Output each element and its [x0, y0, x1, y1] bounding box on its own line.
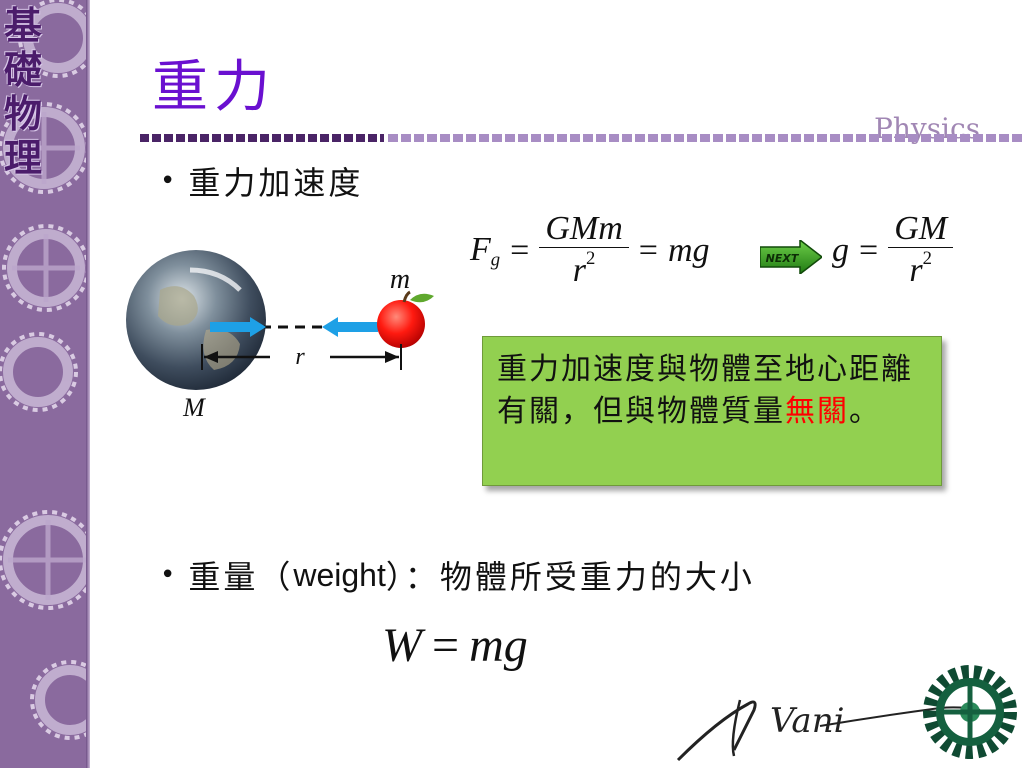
force-arrow-icon: [210, 317, 266, 337]
signature-logo: Vani: [676, 665, 1017, 762]
formula-g: g: [832, 232, 849, 269]
gravity-force-formula: Fg = GMm r2 = mg: [470, 210, 710, 292]
next-arrow-button[interactable]: NEXT: [760, 240, 822, 274]
note-end: 。: [849, 394, 881, 429]
formula-equals: =: [510, 232, 530, 269]
sidebar-title-char: 理: [3, 136, 42, 180]
bullet-text: ）：物體所受重力的大小: [385, 558, 755, 596]
page-title: 重力: [152, 55, 276, 120]
next-label: NEXT: [766, 252, 800, 265]
apple-icon: [377, 300, 425, 348]
gear-decoration-icon: [0, 0, 86, 740]
bullet-latin-word: weight: [293, 556, 386, 593]
small-mass-label: m: [390, 264, 410, 295]
sidebar-title-char: 基: [3, 4, 42, 48]
note-box: 重力加速度與物體至地心距離有關，但與物體質量無關。: [482, 336, 942, 486]
bullet-text: 重力加速度: [188, 164, 364, 202]
weight-formula: W=mg: [382, 619, 528, 672]
signature-text: Vani: [770, 701, 844, 741]
formula-mg: mg: [667, 232, 710, 269]
bullet-weight: • 重量（weight）：物體所受重力的大小: [160, 552, 755, 598]
force-arrow-icon: [322, 317, 378, 337]
bullet-text: 重量（: [188, 558, 294, 596]
note-text: 重力加速度與物體至地心距離有關，但與物體質量: [497, 352, 913, 429]
formula-equals: =: [859, 232, 879, 269]
distance-label: r: [295, 344, 305, 370]
formula-fraction: GM r2: [888, 210, 954, 292]
formula-equals: =: [638, 232, 658, 269]
formula-fraction: GMm r2: [539, 210, 629, 292]
large-mass-label: M: [182, 393, 206, 422]
sidebar-border: [86, 0, 90, 768]
gravity-acceleration-formula: g = GM r2: [832, 210, 954, 292]
bullet-gravity-acceleration: • 重力加速度: [160, 158, 363, 204]
title-divider: [140, 134, 1024, 142]
sidebar: 基 礎 物 理: [0, 0, 86, 768]
gear-icon: [923, 665, 1017, 759]
sidebar-title: 基 礎 物 理: [0, 4, 46, 180]
sidebar-title-char: 物: [3, 92, 42, 136]
note-highlight: 無關: [785, 394, 849, 429]
earth-apple-diagram: r m M: [126, 250, 434, 422]
sidebar-title-char: 礎: [3, 48, 42, 92]
formula-F: Fg: [470, 230, 501, 271]
